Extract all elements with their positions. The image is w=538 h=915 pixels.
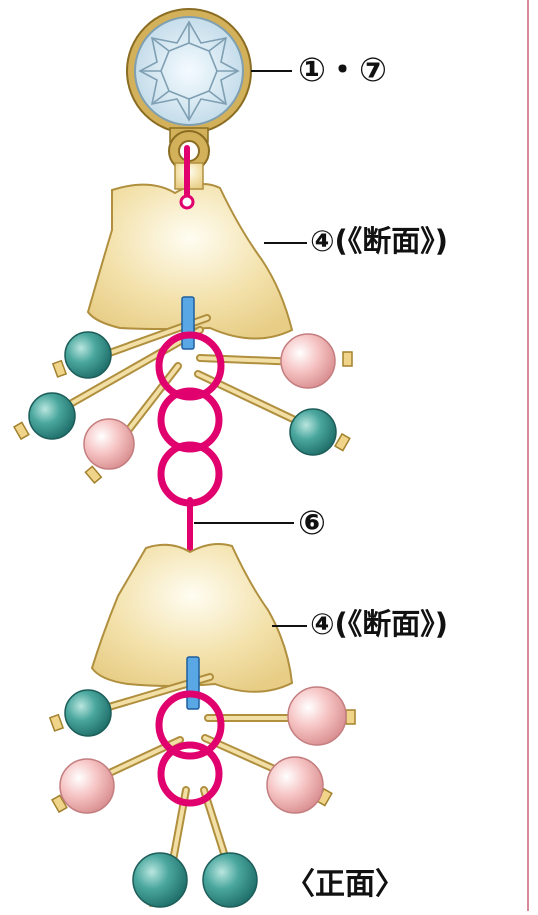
blue-pin-lower bbox=[186, 656, 200, 710]
page-border bbox=[527, 0, 529, 911]
bead-teal bbox=[28, 392, 76, 440]
bead-teal bbox=[64, 689, 112, 737]
bead-pink bbox=[83, 418, 135, 470]
label-view: 〈正面〉 bbox=[285, 867, 405, 902]
bead-pink bbox=[280, 333, 336, 389]
gem-setting bbox=[126, 8, 252, 134]
label-part-upper: ④(《断面》) bbox=[310, 224, 449, 258]
label-part-top: ①・⑦ bbox=[298, 50, 387, 89]
label-part-lower: ④(《断面》) bbox=[310, 607, 449, 641]
blue-pin-upper bbox=[181, 296, 195, 350]
bead-pink bbox=[266, 756, 324, 814]
bead-teal bbox=[132, 852, 188, 908]
bead-teal bbox=[64, 331, 112, 379]
label-part-chain: ⑥ bbox=[298, 503, 326, 542]
gem-facets bbox=[138, 20, 240, 122]
bead-teal bbox=[289, 408, 337, 456]
bead-pink bbox=[59, 758, 115, 814]
lower-branches bbox=[48, 673, 356, 908]
bead-pink bbox=[287, 686, 347, 746]
upper-pin-link bbox=[179, 145, 195, 210]
lower-cloth bbox=[90, 543, 294, 693]
lower-chain bbox=[155, 690, 225, 807]
bead-teal bbox=[202, 852, 258, 908]
